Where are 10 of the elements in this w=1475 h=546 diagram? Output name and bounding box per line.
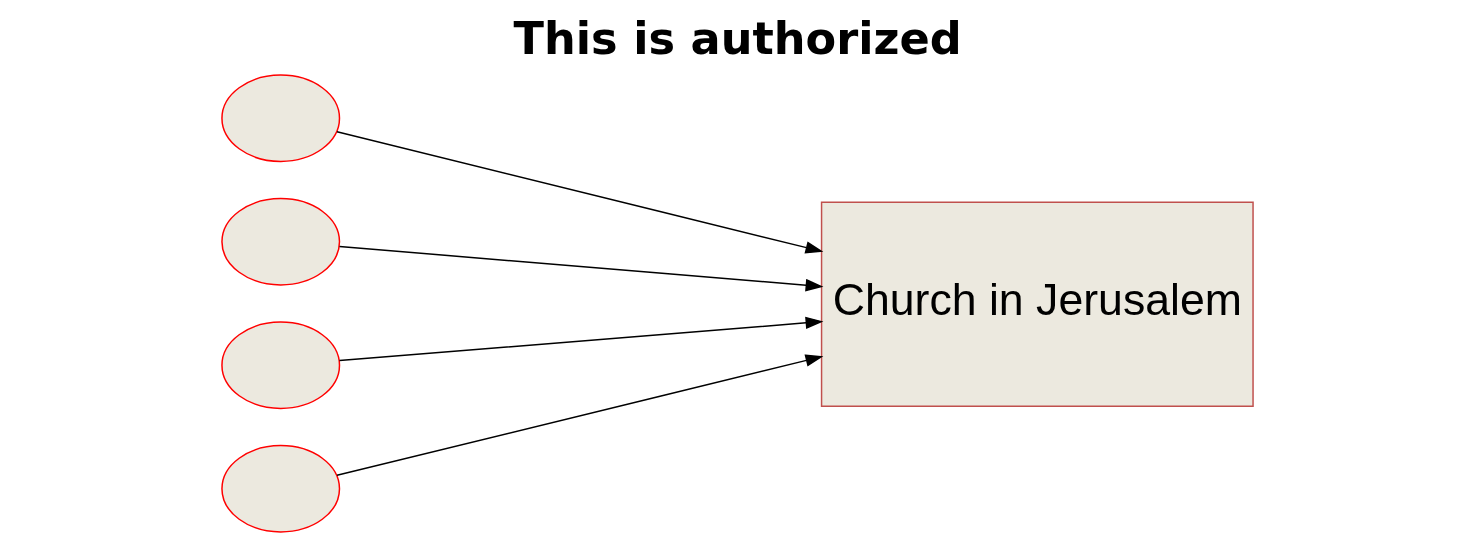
node-ellipse bbox=[221, 74, 341, 163]
node-box: Church in Jerusalem bbox=[820, 201, 1254, 407]
arrow bbox=[338, 316, 824, 362]
arrow bbox=[336, 354, 824, 477]
node-ellipse bbox=[221, 444, 341, 533]
arrow bbox=[336, 131, 824, 254]
arrow bbox=[338, 245, 824, 292]
diagram-title: This is authorized bbox=[513, 13, 962, 66]
node-ellipse bbox=[221, 197, 341, 286]
node-ellipse bbox=[221, 321, 341, 410]
